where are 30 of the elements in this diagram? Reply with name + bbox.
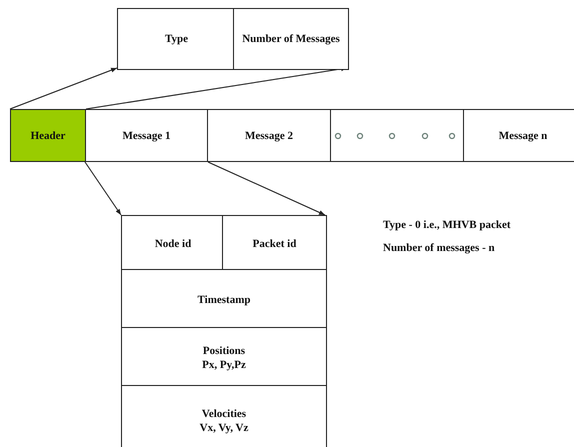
arrow [208,162,326,216]
arrow [10,68,118,110]
field-label: Header [30,128,66,142]
header-cell [10,109,86,162]
field-label: Vx, Vy, Vz [200,421,248,435]
field-label: Positions [202,344,246,358]
field-label: Message 2 [245,128,293,142]
field-label: Px, Py,Pz [202,358,246,372]
field-cell [122,328,326,387]
message-fields-box [121,215,325,447]
field-label: Type [164,32,188,46]
field-label: Message n [498,128,548,142]
message-cell [207,109,331,162]
note-text: Number of messages - n [383,242,495,254]
message-cell [85,109,208,162]
field-cell [223,216,326,271]
field-cell [122,270,326,329]
field-cell [234,9,348,69]
field-label: Message 1 [122,128,170,142]
field-cell [122,386,326,447]
message-cell [463,109,574,162]
field-label: Velocities [202,407,246,421]
arrow [84,162,122,216]
field-label: Node id [154,236,192,250]
field-label: Timestamp [198,292,250,306]
field-label: Number of Messages [242,32,340,46]
ellipsis-cell [330,109,464,162]
note-text: Type - 0 i.e., MHVB packet [383,219,511,231]
field-label: Packet id [252,236,296,250]
header-fields-box [117,8,347,68]
